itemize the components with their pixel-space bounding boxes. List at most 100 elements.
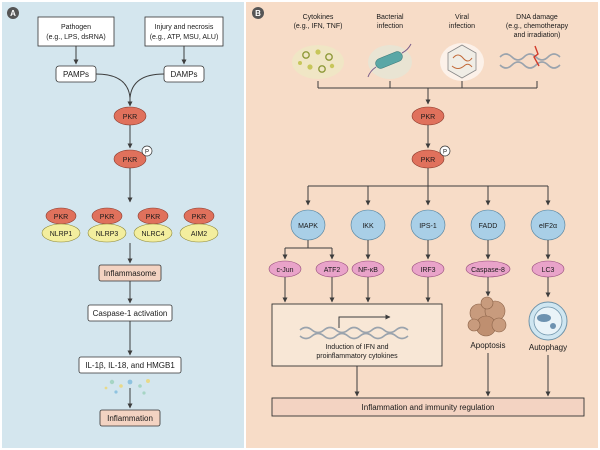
induction-label-line2: proinflammatory cytokines bbox=[316, 353, 398, 360]
connector-pamps-pkr bbox=[95, 73, 131, 99]
virus-capsid bbox=[447, 44, 477, 79]
viral-genome bbox=[452, 54, 473, 62]
pkr-label-b: PKR bbox=[421, 114, 435, 121]
cytokine-particle bbox=[329, 63, 335, 69]
injury-box bbox=[144, 16, 224, 47]
sensor-nlr-label-4: AIM2 bbox=[191, 231, 207, 238]
ips1-label: IPS-1 bbox=[419, 223, 437, 230]
transcription-start-arrow bbox=[338, 314, 391, 328]
pathogen-box bbox=[37, 16, 115, 47]
sensor-pkr-label-1: PKR bbox=[54, 214, 68, 221]
sensor-pkr-label-4: PKR bbox=[192, 214, 206, 221]
sensor-group-4: PKR AIM2 bbox=[179, 207, 219, 243]
inflammasome-label: Inflammasome bbox=[104, 269, 157, 278]
cytokine-particle bbox=[315, 49, 321, 55]
inflammation-label: Inflammation bbox=[107, 414, 153, 423]
cytokines-illustration bbox=[292, 45, 344, 79]
apoptotic-bleb bbox=[480, 296, 494, 310]
injury-label: Injury and necrosis bbox=[155, 24, 214, 31]
sensor-pkr-label-3: PKR bbox=[146, 214, 160, 221]
phosphate-label-b: P bbox=[443, 150, 447, 156]
damps-label: DAMPs bbox=[170, 70, 197, 79]
cytokine-particle bbox=[325, 53, 333, 61]
phosphate-label-a: P bbox=[145, 150, 149, 156]
caspase1-label: Caspase-1 activation bbox=[93, 309, 168, 318]
viral-genome bbox=[451, 63, 473, 69]
released-particles bbox=[104, 379, 150, 395]
phospho-pkr-label-b: PKR bbox=[421, 157, 435, 164]
dna-damage-illustration bbox=[499, 45, 561, 69]
sensor-nlr-node-4 bbox=[179, 223, 219, 243]
apoptotic-bleb bbox=[491, 317, 507, 333]
lc3-label: LC3 bbox=[542, 267, 555, 274]
particle-dot bbox=[142, 391, 146, 395]
apoptosis-label: Apoptosis bbox=[470, 341, 505, 350]
particle-dot bbox=[104, 386, 108, 390]
sensor-nlr-label-3: NLRC4 bbox=[142, 231, 165, 238]
stimulus-cytokines-label: Cytokines bbox=[303, 14, 334, 21]
panel-b-label: B bbox=[255, 9, 261, 18]
particle-dot bbox=[109, 379, 115, 385]
mapk-label: MAPK bbox=[298, 223, 318, 230]
dna-break-bolt bbox=[533, 45, 540, 67]
nfkb-label: NF-κB bbox=[358, 267, 378, 274]
inflammation-immunity-regulation-box bbox=[271, 397, 585, 417]
stimulus-cytokines-examples: (e.g., IFN, TNF) bbox=[294, 23, 343, 30]
sensor-nlr-node-2 bbox=[87, 223, 127, 243]
il1b-il18-hmgb1-box bbox=[78, 356, 182, 374]
promoter-dna-strand bbox=[299, 326, 409, 334]
apoptotic-bleb bbox=[467, 318, 481, 332]
pathogen-examples: (e.g., LPS, dsRNA) bbox=[46, 34, 106, 41]
sensor-group-2: PKR NLRP3 bbox=[87, 207, 127, 243]
panel-a-label: A bbox=[10, 9, 16, 18]
sensor-nlr-label-2: NLRP3 bbox=[96, 231, 119, 238]
dna-strand bbox=[499, 61, 561, 69]
bacterium-body bbox=[375, 51, 403, 69]
cytokine-particle bbox=[302, 51, 310, 59]
ikk-label: IKK bbox=[362, 223, 374, 230]
phospho-pkr-label-a: PKR bbox=[123, 157, 137, 164]
cytokine-particle bbox=[307, 64, 313, 70]
inflammation-immunity-regulation-label: Inflammation and immunity regulation bbox=[362, 403, 495, 412]
pkr-label-a: PKR bbox=[123, 114, 137, 121]
sensor-pkr-label-2: PKR bbox=[100, 214, 114, 221]
dna-strand bbox=[499, 53, 561, 61]
stimulus-bacterial-label: Bacterial bbox=[376, 14, 404, 21]
stimulus-dna-damage-label: DNA damage bbox=[516, 14, 558, 21]
sensor-nlr-label-1: NLRP1 bbox=[50, 231, 73, 238]
particle-dot bbox=[119, 384, 123, 388]
fadd-label: FADD bbox=[479, 223, 498, 230]
cargo bbox=[550, 323, 556, 329]
stimulus-bacterial-label-2: infection bbox=[377, 23, 403, 30]
cytokine-particle bbox=[318, 65, 326, 73]
particle-dot bbox=[114, 390, 118, 394]
cytokine-induction-box bbox=[271, 303, 443, 367]
caspase8-label: Caspase-8 bbox=[471, 267, 505, 274]
atf2-label: ATF2 bbox=[324, 267, 341, 274]
bacterium-flagellum bbox=[401, 43, 412, 54]
bacterium-flagellum bbox=[367, 66, 377, 78]
cjun-label: c-Jun bbox=[276, 267, 293, 274]
promoter-dna-strand bbox=[299, 332, 409, 340]
induction-label-line1: Induction of IFN and bbox=[325, 344, 388, 351]
stimulus-dna-damage-examples: (e.g., chemotherapy bbox=[506, 23, 569, 30]
irf3-label: IRF3 bbox=[420, 267, 435, 274]
stimulus-viral-label-2: infection bbox=[449, 23, 475, 30]
panel-b-label-badge bbox=[252, 7, 264, 19]
phosphate-badge-a bbox=[141, 145, 153, 157]
phosphate-badge-b bbox=[439, 145, 451, 157]
sensor-nlr-node-3 bbox=[133, 223, 173, 243]
sensor-group-1: PKR NLRP1 bbox=[41, 207, 81, 243]
autophagosome-illustration bbox=[528, 301, 568, 341]
pathogen-label: Pathogen bbox=[61, 24, 91, 31]
stimulus-dna-damage-examples-2: and irradiation) bbox=[514, 32, 561, 39]
virus-illustration bbox=[440, 43, 484, 81]
eif2a-label: eIF2α bbox=[539, 223, 557, 230]
panel-a-label-badge bbox=[7, 7, 19, 19]
cytokines-halo bbox=[292, 45, 344, 79]
sensor-group-3: PKR NLRC4 bbox=[133, 207, 173, 243]
bacterium-illustration bbox=[367, 43, 412, 79]
pamps-label: PAMPs bbox=[63, 70, 89, 79]
